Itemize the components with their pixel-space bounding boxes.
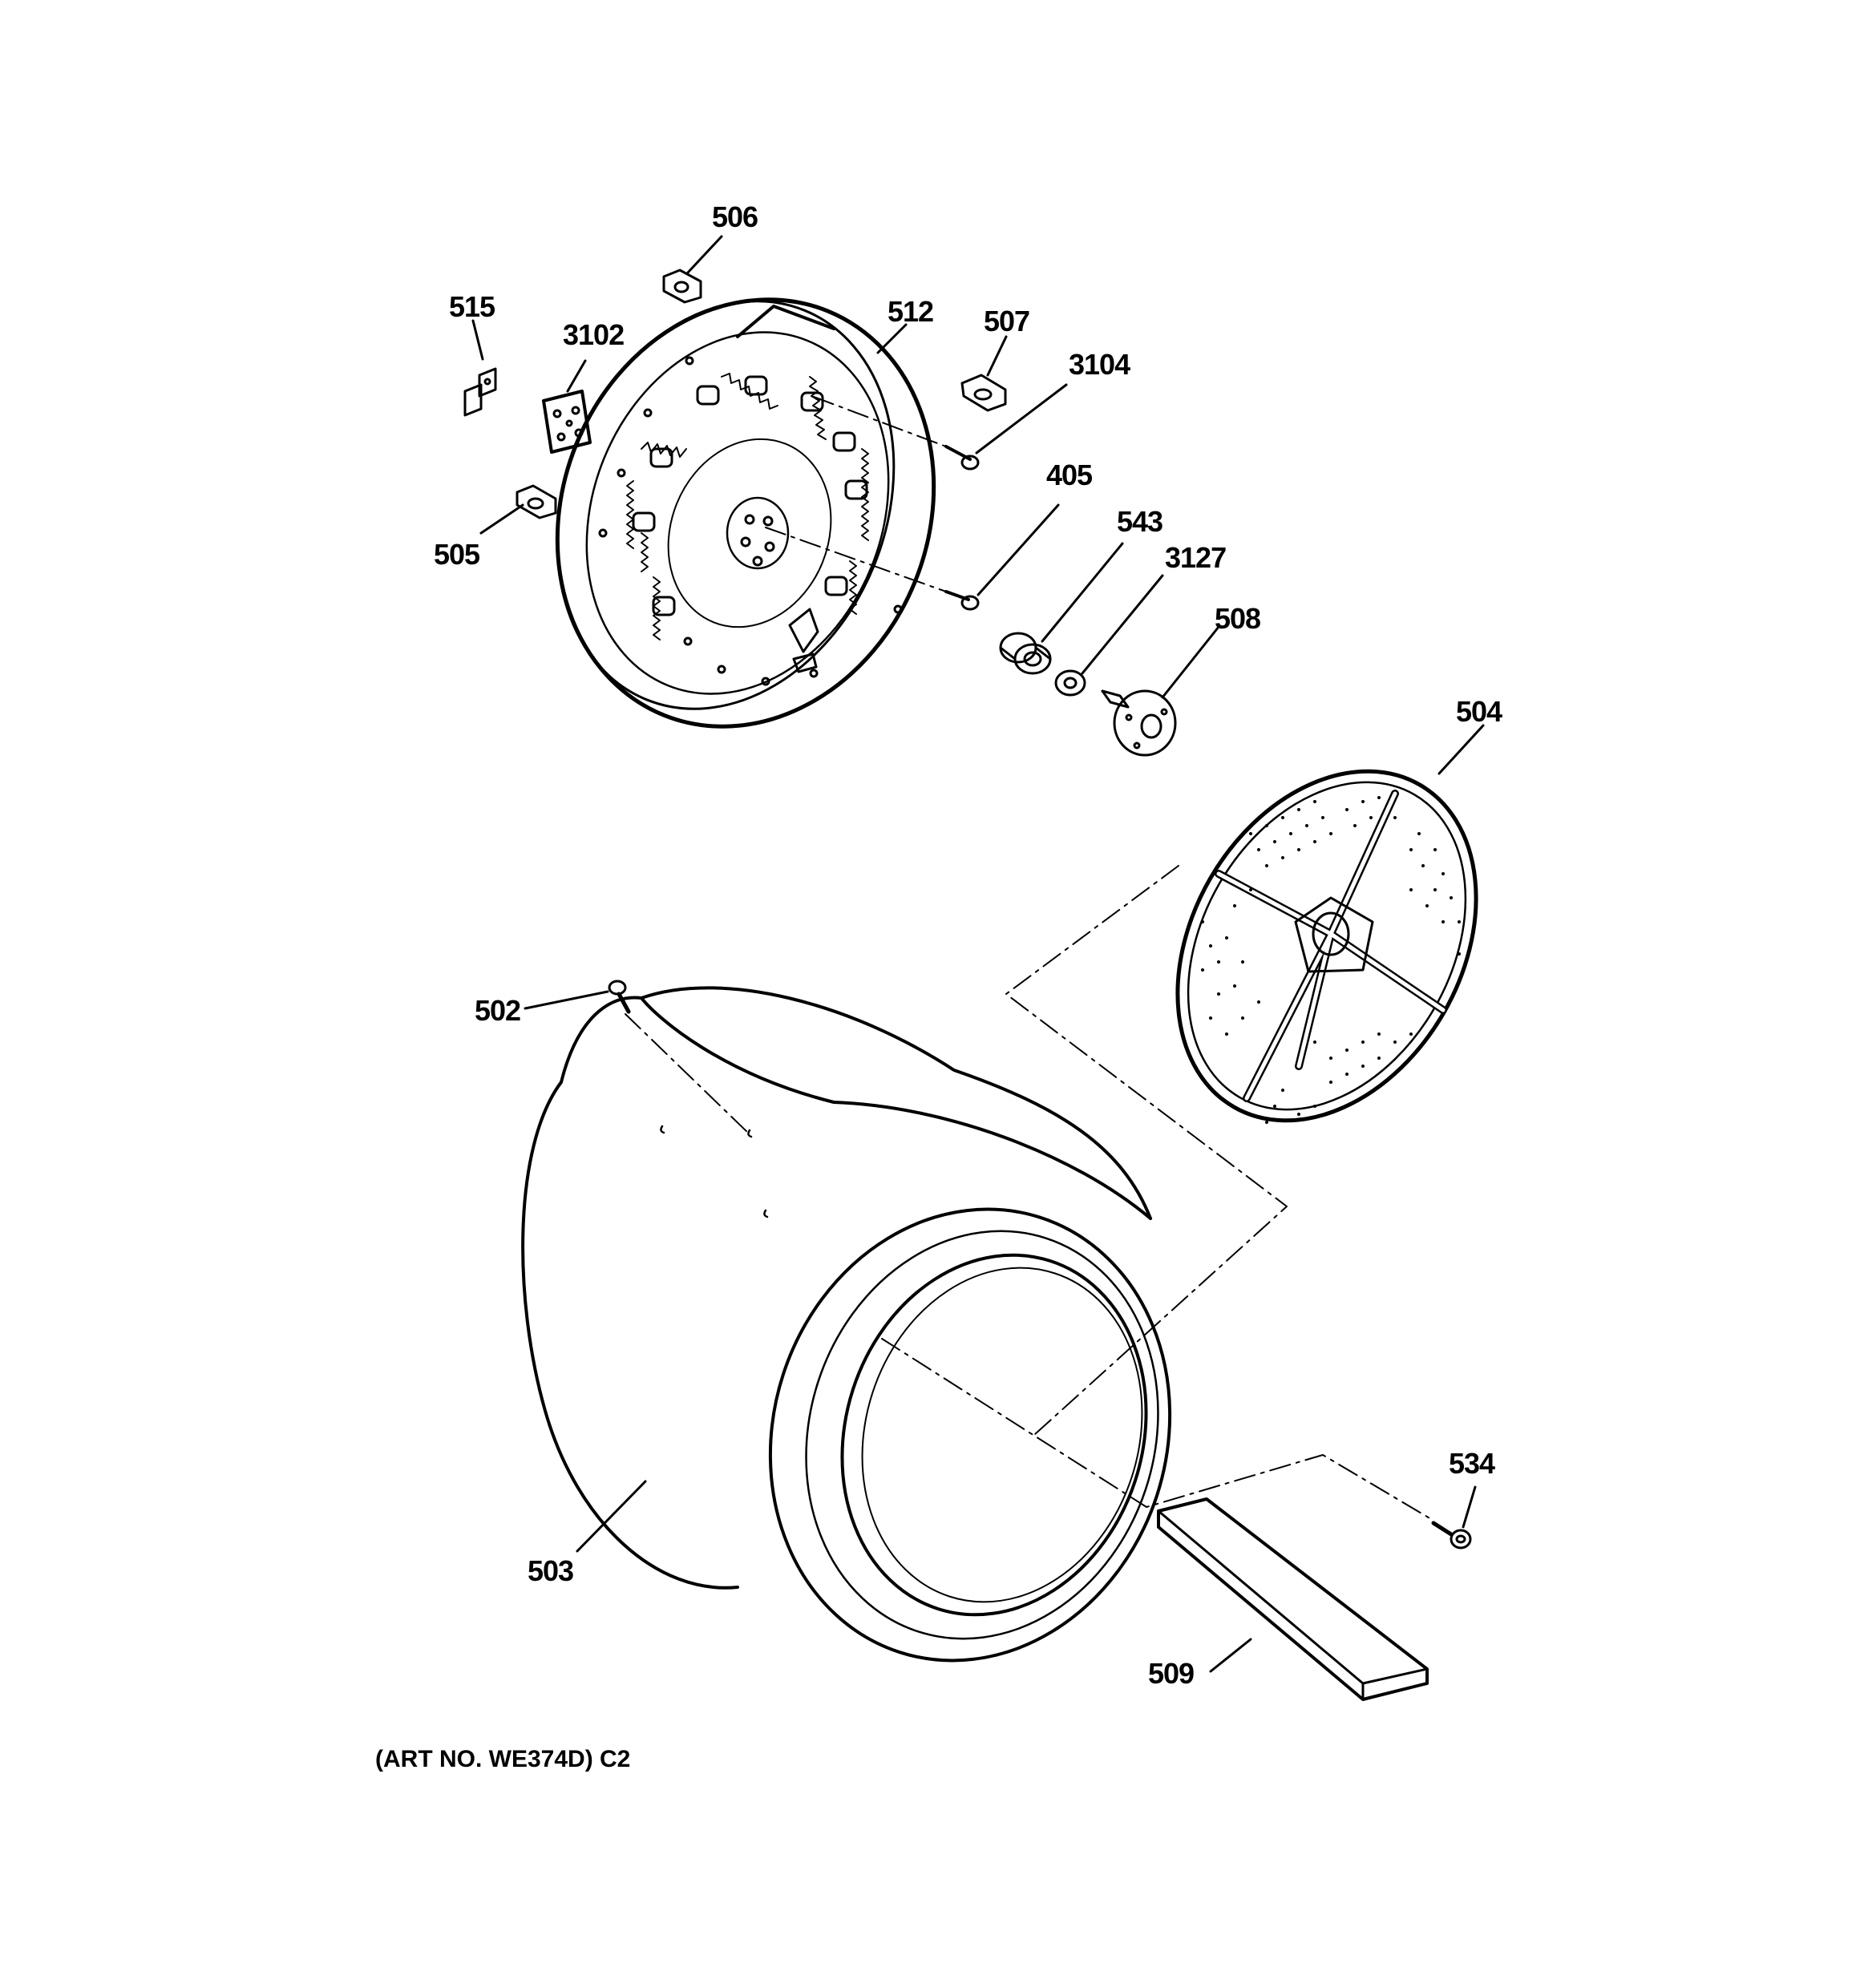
part-505-thermostat xyxy=(517,486,556,518)
label-534: 534 xyxy=(1449,1447,1495,1480)
part-503-drum xyxy=(523,988,1227,1712)
part-534-screw xyxy=(1433,1523,1470,1548)
label-543: 543 xyxy=(1117,505,1163,538)
label-515: 515 xyxy=(449,290,495,323)
part-3104-screw xyxy=(946,446,978,469)
part-508-shaft xyxy=(1102,691,1175,755)
label-3104: 3104 xyxy=(1069,348,1130,381)
label-508: 508 xyxy=(1215,602,1261,635)
part-3102-plate xyxy=(544,391,590,452)
label-405: 405 xyxy=(1046,459,1093,491)
label-504: 504 xyxy=(1456,695,1502,728)
label-505: 505 xyxy=(434,538,480,571)
label-512: 512 xyxy=(888,295,934,328)
art-number-caption: (ART NO. WE374D) C2 xyxy=(375,1746,631,1772)
leader-lines xyxy=(473,236,1483,1671)
label-506: 506 xyxy=(712,200,758,233)
label-503: 503 xyxy=(528,1554,574,1587)
alignment-lines-top xyxy=(766,397,946,592)
label-3102: 3102 xyxy=(563,318,625,351)
part-515-clip xyxy=(465,369,495,415)
part-507-thermostat xyxy=(962,375,1005,410)
label-509: 509 xyxy=(1148,1657,1195,1690)
label-502: 502 xyxy=(475,994,521,1027)
part-3127-washer xyxy=(1056,671,1085,695)
part-543-bearing xyxy=(1001,633,1050,673)
label-507: 507 xyxy=(984,305,1030,337)
label-3127: 3127 xyxy=(1165,541,1227,574)
part-502-screw xyxy=(609,981,629,1012)
part-405-screw xyxy=(946,592,978,609)
part-509-baffle xyxy=(1158,1499,1427,1699)
part-504-drum-back xyxy=(1118,717,1537,1124)
part-506-bracket xyxy=(664,270,701,302)
perforations xyxy=(1201,796,1461,1124)
alignment-lines-bottom xyxy=(625,866,1431,1519)
rear-bulkhead-512 xyxy=(495,242,997,783)
